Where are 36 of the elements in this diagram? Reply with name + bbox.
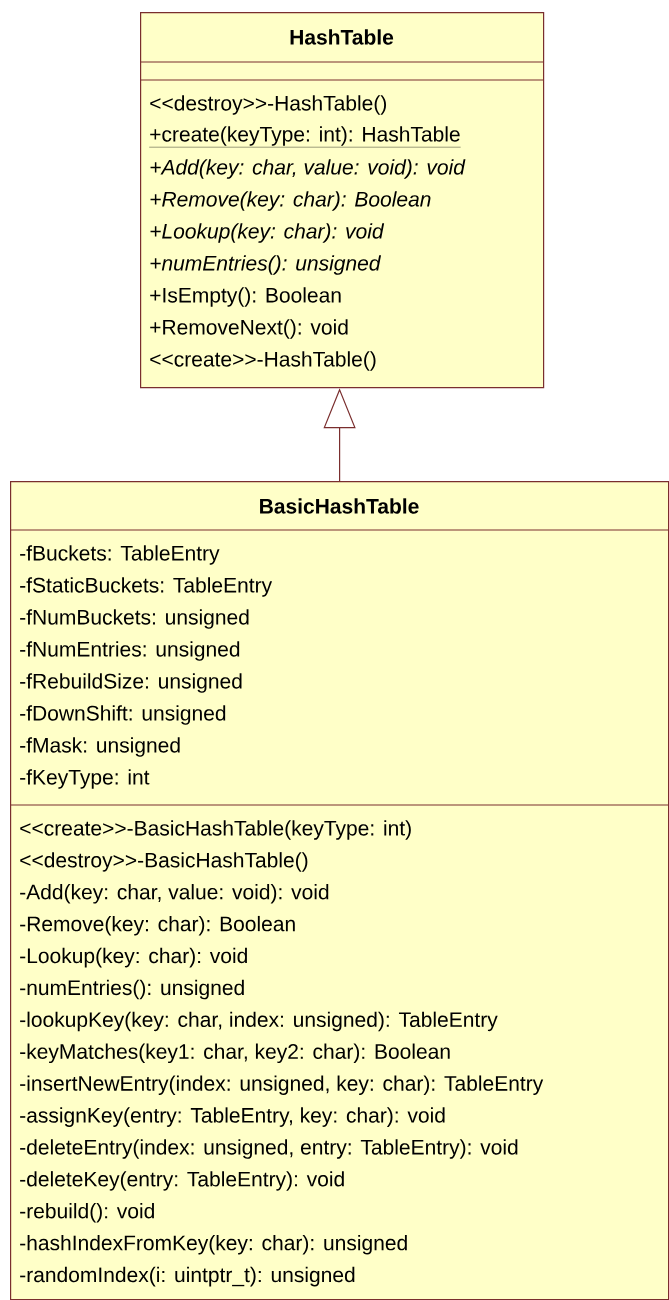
- method-text: -assignKey(entry: TableEntry, key: char): void: [20, 1107, 445, 1127]
- attribute-text: -fKeyType: int: [20, 769, 150, 789]
- method-text: -deleteEntry(index: unsigned, entry: TableEntry): void: [20, 1139, 518, 1159]
- method-text: <<destroy>>-HashTable(): [150, 95, 386, 115]
- attribute-text: -fNumEntries: unsigned: [20, 641, 240, 661]
- attribute-text: -fRebuildSize: unsigned: [20, 673, 242, 693]
- method-text: -hashIndexFromKey(key: char): unsigned: [20, 1234, 407, 1255]
- method-text: -randomIndex(i: uintptr_t): unsigned: [20, 1266, 355, 1287]
- class-name: BasicHashTable: [260, 498, 419, 514]
- attribute-text: -fNumBuckets: unsigned: [20, 609, 249, 629]
- method-text: <<create>>-BasicHashTable(keyType: int): [20, 820, 411, 840]
- method-text: -Remove(key: char): Boolean: [20, 915, 295, 936]
- class-box: [139, 12, 545, 389]
- method-text: -Lookup(key: char): void: [20, 947, 247, 968]
- method-text: -insertNewEntry(index: unsigned, key: char): TableEntry: [20, 1075, 544, 1095]
- method-text: -numEntries(): unsigned: [20, 979, 244, 1000]
- class-box: [9, 481, 669, 1300]
- method-text: +Add(key: char, value: void): void: [150, 159, 466, 179]
- method-text: -rebuild(): void: [20, 1203, 154, 1223]
- method-text: -keyMatches(key1: char, key2: char): Boolean: [20, 1043, 450, 1064]
- method-text: +IsEmpty(): Boolean: [150, 287, 341, 307]
- attribute-text: -fBuckets: TableEntry: [20, 545, 220, 565]
- attribute-text: -fMask: unsigned: [20, 737, 180, 757]
- attribute-text: -fStaticBuckets: TableEntry: [20, 577, 273, 597]
- class-name: HashTable: [290, 29, 394, 45]
- method-text: -Add(key: char, value: void): void: [20, 884, 329, 904]
- method-text: -deleteKey(entry: TableEntry): void: [20, 1171, 344, 1191]
- method-text: +Lookup(key: char): void: [150, 223, 385, 243]
- method-text: <<create>>-HashTable(): [150, 351, 376, 371]
- method-text: -lookupKey(key: char, index: unsigned): TableEntry: [20, 1011, 498, 1032]
- method-text: +Remove(key: char): Boolean: [150, 191, 431, 211]
- method-text: +numEntries(): unsigned: [150, 255, 382, 275]
- method-text: +create(keyType: int): HashTable: [149, 126, 461, 148]
- method-text: +RemoveNext(): void: [150, 319, 348, 339]
- method-text: <<destroy>>-BasicHashTable(): [20, 852, 308, 872]
- attribute-text: -fDownShift: unsigned: [20, 705, 226, 725]
